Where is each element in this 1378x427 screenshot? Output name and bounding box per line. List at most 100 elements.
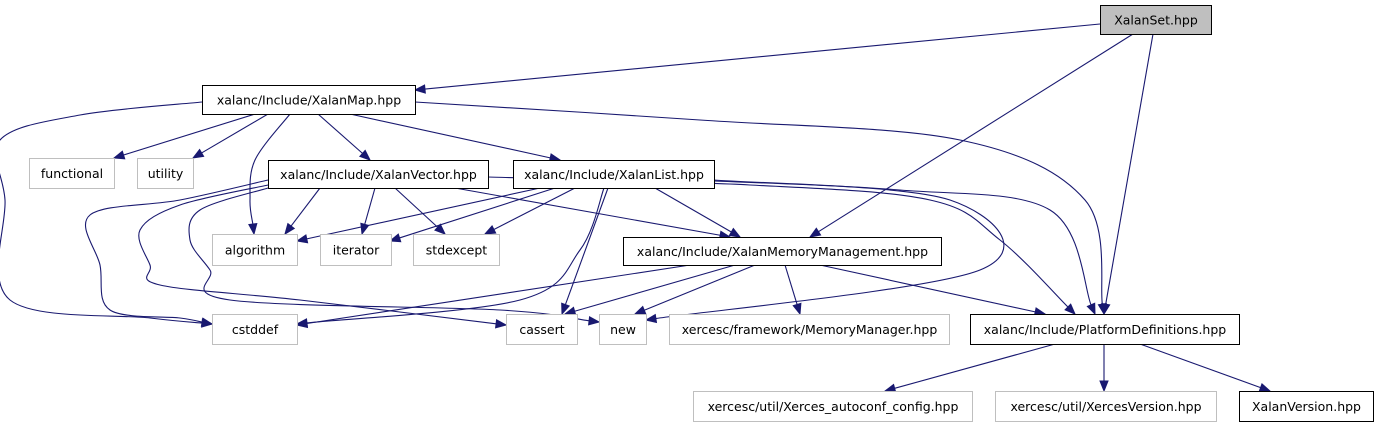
node-new[interactable]: new [599, 314, 647, 345]
node-label: xalanc/Include/XalanMap.hpp [217, 93, 401, 108]
edge-line [123, 113, 256, 156]
edge-memmgmt-to-new [633, 264, 756, 315]
edge-xalanmap-to-functional [112, 113, 256, 160]
edge-line [564, 187, 609, 305]
node-label: XalanVersion.hpp [1252, 399, 1361, 414]
node-platformdefs[interactable]: xalanc/Include/PlatformDefinitions.hpp [970, 314, 1240, 345]
node-label: xalanc/Include/XalanMemoryManagement.hpp [637, 244, 928, 259]
node-box [506, 314, 578, 345]
node-label: xalanc/Include/XalanList.hpp [524, 167, 704, 182]
edge-xalanvector-to-algorithm [284, 187, 321, 236]
node-box [513, 160, 715, 189]
edge-line [818, 33, 1134, 233]
node-box [320, 234, 392, 266]
edge-xalanmap-to-utility [191, 113, 269, 159]
node-xalanlist[interactable]: xalanc/Include/XalanList.hpp [513, 160, 715, 189]
edge-arrowhead [792, 302, 802, 316]
node-box [137, 158, 194, 189]
node-cstddef[interactable]: cstddef [212, 314, 298, 345]
edge-xalanmap-to-xalanvector [317, 113, 372, 161]
edge-arrowhead [1097, 302, 1107, 316]
node-xalanversion[interactable]: XalanVersion.hpp [1239, 391, 1374, 422]
node-label: xercesc/util/Xerces_autoconf_config.hpp [708, 399, 959, 414]
edge-arrowhead [434, 223, 446, 235]
edge-line [364, 187, 376, 225]
edge-platformdefs-to-xalanversion [1139, 343, 1272, 392]
node-xalanset[interactable]: XalanSet.hpp [1100, 5, 1212, 35]
edge-xalanlist-to-stdexcept [483, 187, 576, 235]
edge-line [454, 187, 721, 236]
edge-line [819, 264, 1036, 313]
edge-xalanset-to-platformdefs [1101, 33, 1154, 316]
node-box [212, 314, 298, 345]
edge-arrowhead [248, 223, 258, 236]
edge-line [317, 113, 363, 154]
edges-layer [0, 23, 1272, 393]
edge-arrowhead [1258, 382, 1272, 392]
edge-arrowhead [633, 305, 647, 315]
node-stdexcept[interactable]: stdexcept [413, 234, 500, 266]
edge-line [493, 187, 576, 230]
edge-line [399, 187, 556, 239]
node-box [669, 314, 950, 345]
edge-line [1139, 343, 1261, 389]
node-box [995, 391, 1217, 422]
node-autoconf[interactable]: xercesc/util/Xerces_autoconf_config.hpp [693, 391, 973, 422]
edge-xalanvector-to-stdexcept [394, 187, 446, 235]
edge-xalanmap-to-algorithm [248, 113, 291, 236]
edge-line [0, 101, 203, 324]
node-memorymanager[interactable]: xercesc/framework/MemoryManager.hpp [669, 314, 950, 345]
node-box [268, 160, 489, 189]
edge-line [306, 264, 691, 325]
node-label: stdexcept [426, 243, 487, 258]
node-label: utility [148, 166, 184, 181]
edge-platformdefs-to-xercesversion [1099, 344, 1109, 393]
edge-line [574, 264, 736, 312]
edge-xalanmap-to-platformdefs [414, 101, 1107, 316]
edge-platformdefs-to-autoconf [883, 343, 1056, 393]
node-xalanmap[interactable]: xalanc/Include/XalanMap.hpp [202, 85, 416, 115]
node-label: xercesc/framework/MemoryManager.hpp [682, 322, 938, 337]
node-label: new [610, 322, 636, 337]
edge-line [424, 23, 1101, 90]
edge-xalanset-to-memmgmt [808, 33, 1134, 238]
edge-arrowhead [495, 319, 508, 329]
node-algorithm[interactable]: algorithm [212, 234, 298, 266]
edge-arrowhead [360, 222, 370, 236]
edge-arrowhead [284, 222, 296, 236]
edge-arrowhead [728, 227, 742, 238]
edge-arrowhead [200, 317, 214, 327]
edge-arrowhead [588, 316, 601, 326]
edge-line [644, 264, 756, 311]
node-label: functional [41, 166, 103, 181]
edge-arrowhead [483, 225, 497, 235]
node-utility[interactable]: utility [137, 158, 194, 189]
node-label: XalanSet.hpp [1114, 13, 1198, 28]
node-iterator[interactable]: iterator [320, 234, 392, 266]
edge-xalanmap-to-xalanlist [349, 113, 562, 163]
edge-xalanlist-to-cassert [561, 187, 609, 316]
edge-xalanmap-to-cstddef [0, 101, 214, 328]
node-memmgmt[interactable]: xalanc/Include/XalanMemoryManagement.hpp [623, 237, 942, 266]
edge-xalanvector-to-new [188, 187, 601, 326]
node-label: xalanc/Include/XalanVector.hpp [280, 167, 477, 182]
edge-line [894, 343, 1056, 389]
edge-line [784, 264, 798, 305]
edge-line [394, 187, 439, 228]
node-cassert[interactable]: cassert [506, 314, 578, 345]
edge-arrowhead [644, 313, 658, 324]
edge-arrowhead [191, 148, 205, 159]
edge-memmgmt-to-cstddef [295, 264, 691, 329]
node-box [623, 237, 942, 266]
node-xercesversion[interactable]: xercesc/util/XercesVersion.hpp [995, 391, 1217, 422]
edge-line [306, 187, 605, 324]
edge-arrowhead [561, 302, 571, 316]
edge-arrowhead [295, 318, 309, 329]
node-label: cstddef [232, 322, 279, 337]
edge-memmgmt-to-memorymanager [784, 264, 802, 316]
edge-line [713, 180, 1092, 306]
node-functional[interactable]: functional [29, 158, 115, 189]
edge-line [188, 187, 590, 322]
node-xalanvector[interactable]: xalanc/Include/XalanVector.hpp [268, 160, 489, 189]
